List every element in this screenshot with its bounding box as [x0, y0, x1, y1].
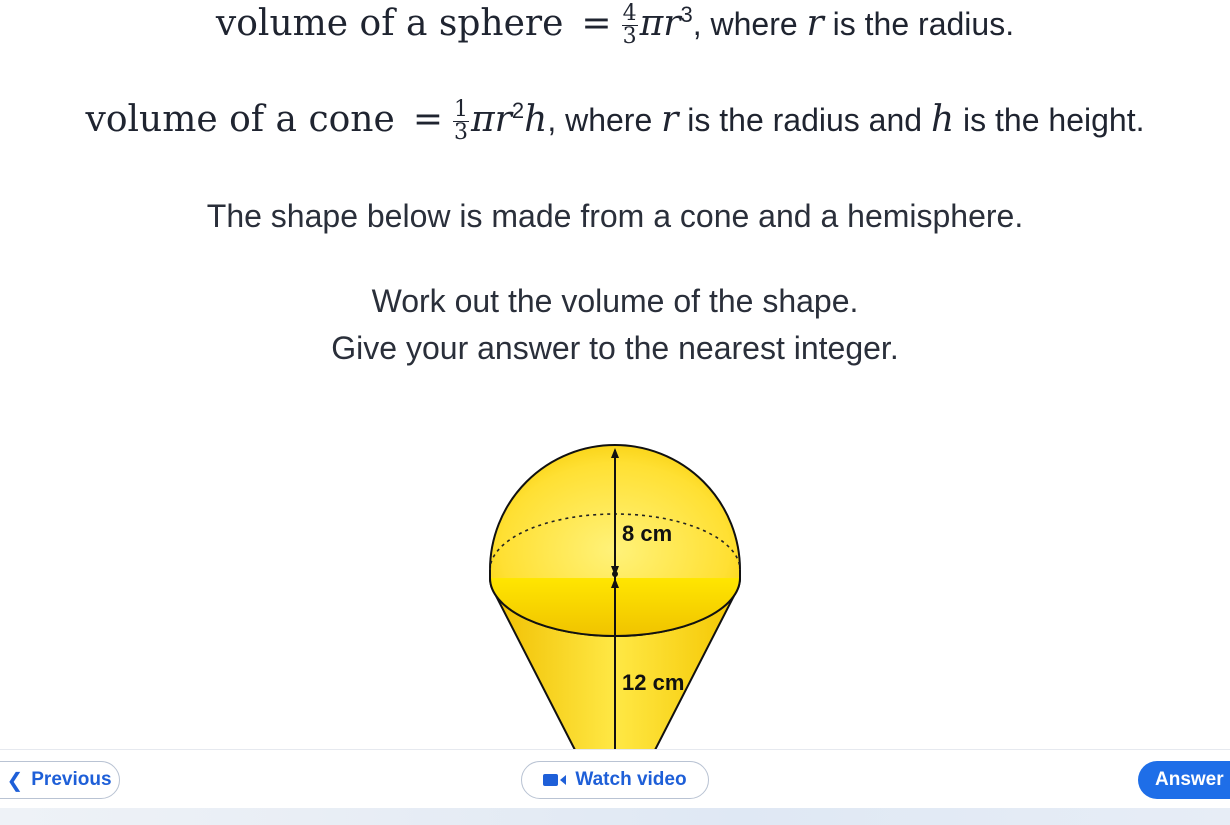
previous-button-label: Previous	[31, 769, 112, 790]
arrow-center-up	[611, 578, 619, 588]
cone-formula-exponent: 2	[511, 98, 525, 123]
sphere-formula-equals: =	[581, 3, 612, 44]
cone-hemisphere-diagram: 8 cm 12 cm	[489, 444, 741, 750]
sphere-formula-lhs: volume of a sphere	[215, 3, 564, 44]
question-line-2: Work out the volume of the shape.	[371, 283, 859, 319]
cone-formula-r: r	[494, 99, 512, 140]
sphere-formula-pi: π	[639, 3, 664, 44]
sphere-formula-tail-2: is the radius.	[823, 6, 1015, 42]
question-line-3: Give your answer to the nearest integer.	[331, 330, 899, 366]
cone-formula-tail-2: is the radius and	[678, 102, 931, 138]
cone-formula-tail-1: , where	[547, 102, 662, 138]
cone-formula-tail-h: h	[930, 99, 955, 140]
video-camera-icon	[543, 773, 567, 787]
arrow-top	[611, 448, 619, 458]
previous-button[interactable]: ❮ Previous	[0, 761, 120, 799]
sphere-formula-tail-1: , where	[692, 6, 807, 42]
cone-formula-pi: π	[470, 99, 495, 140]
watch-video-label: Watch video	[575, 769, 687, 790]
sphere-formula-exponent: 3	[680, 2, 693, 27]
cone-formula-tail-3: is the height.	[954, 102, 1145, 138]
center-point	[612, 571, 618, 577]
bottom-divider	[0, 749, 1230, 750]
question-line-1: The shape below is made from a cone and …	[206, 198, 1024, 234]
cone-formula-h: h	[524, 99, 548, 140]
watch-video-button[interactable]: Watch video	[521, 761, 709, 799]
label-cone-height: 12 cm	[622, 670, 684, 695]
label-radius: 8 cm	[622, 521, 672, 546]
bottom-strip	[0, 808, 1230, 825]
sphere-fraction-denominator: 3	[622, 23, 637, 49]
answer-button[interactable]: Answer	[1138, 761, 1230, 799]
sphere-fraction-numerator: 4	[621, 0, 638, 26]
sphere-formula-tail-r: r	[806, 3, 824, 44]
cone-formula-equals: =	[412, 99, 443, 140]
cone-formula-lhs: volume of a cone	[85, 99, 395, 140]
cone-formula-tail-r: r	[661, 99, 679, 140]
chevron-left-icon: ❮	[6, 769, 24, 792]
cone-fraction-numerator: 1	[452, 96, 469, 122]
answer-button-label: Answer	[1155, 769, 1224, 790]
sphere-formula-r: r	[663, 3, 681, 44]
cone-fraction-denominator: 3	[453, 119, 468, 145]
